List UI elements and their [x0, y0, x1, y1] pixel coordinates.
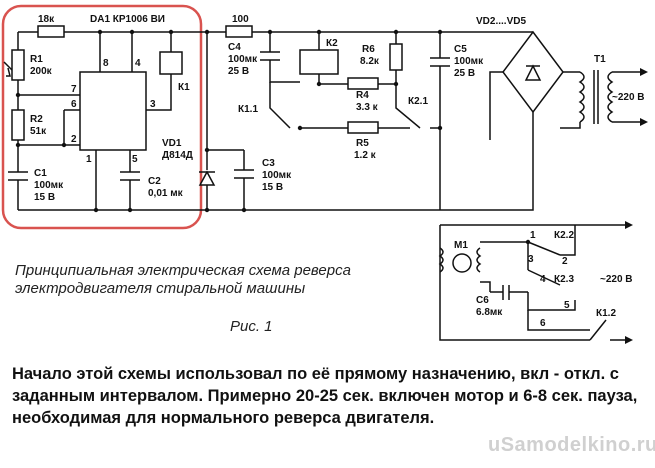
label-c1-val2: 15 В	[34, 192, 55, 203]
label-c5: C5	[454, 44, 467, 55]
watermark: uSamodelkino.ru	[488, 434, 655, 456]
label-k2: К2	[326, 38, 338, 49]
resistor-100	[225, 25, 253, 38]
label-c1-val1: 100мк	[34, 180, 64, 191]
resistor-18k	[37, 25, 65, 38]
motor-winding	[438, 247, 444, 273]
motor-m1	[452, 253, 472, 273]
label-vd1-val: Д814Д	[162, 150, 193, 161]
pin-2: 2	[71, 134, 77, 145]
label-c4-val2: 25 В	[228, 66, 249, 77]
resistor-r5	[347, 121, 379, 134]
label-r1-val: 200к	[30, 66, 53, 77]
resistor-r2	[11, 109, 25, 141]
label-t1: T1	[594, 54, 606, 65]
label-r4: R4	[356, 90, 369, 101]
pin-4: 4	[135, 58, 141, 69]
sw-pin-4: 4	[540, 274, 546, 285]
label-c5-val2: 25 В	[454, 68, 475, 79]
label-r4-val: 3.3 к	[356, 102, 379, 113]
label-r2-val: 51к	[30, 126, 47, 137]
label-c3-val2: 15 В	[262, 182, 283, 193]
label-r-18k: 18к	[38, 14, 55, 25]
label-k23: К2.3	[554, 274, 574, 285]
label-c6-val: 6.8мк	[476, 307, 503, 318]
label-ic: DA1 КР1006 ВИ	[90, 14, 165, 25]
label-c1: C1	[34, 168, 47, 179]
pin-5: 5	[132, 154, 138, 165]
label-r5: R5	[356, 138, 369, 149]
pin-3: 3	[150, 99, 156, 110]
highlight-box	[1, 4, 203, 230]
label-c3: C3	[262, 158, 275, 169]
label-k22: К2.2	[554, 230, 574, 241]
label-k21: К2.1	[408, 96, 428, 107]
label-220a: ~220 В	[612, 92, 645, 103]
pin-1: 1	[86, 154, 92, 165]
sw-pin-5: 5	[564, 300, 570, 311]
label-c2: C2	[148, 176, 161, 187]
sw-pin-3: 3	[528, 254, 534, 265]
sw-pin-6: 6	[540, 318, 546, 329]
label-c5-val1: 100мк	[454, 56, 484, 67]
label-r6-val: 8.2к	[360, 56, 380, 67]
resistor-r1	[11, 49, 25, 81]
sw-pin-1: 1	[530, 230, 536, 241]
label-c2-val: 0,01 мк	[148, 188, 184, 199]
label-m1: M1	[454, 240, 468, 251]
pin-7: 7	[71, 84, 77, 95]
label-c3-val1: 100мк	[262, 170, 292, 181]
schematic-caption: Принципиальная электрическая схема ревер…	[15, 262, 351, 297]
label-r2: R2	[30, 114, 43, 125]
resistor-r4	[347, 77, 379, 90]
relay-k1	[159, 51, 183, 75]
figure-label: Рис. 1	[230, 318, 273, 335]
label-c6: C6	[476, 295, 489, 306]
label-220b: ~220 В	[600, 274, 633, 285]
pin-6: 6	[71, 99, 77, 110]
pin-8: 8	[103, 58, 109, 69]
label-vd25: VD2....VD5	[476, 16, 526, 27]
label-r-100: 100	[232, 14, 249, 25]
transformer-t1	[578, 71, 585, 123]
description-text: Начало этой схемы использовал по её прям…	[12, 365, 638, 427]
label-k1: К1	[178, 82, 190, 93]
ic-da1	[79, 71, 147, 151]
label-c4: C4	[228, 42, 241, 53]
label-k11: К1.1	[238, 104, 258, 115]
label-k12: К1.2	[596, 308, 616, 319]
label-r6: R6	[362, 44, 375, 55]
label-r1: R1	[30, 54, 43, 65]
sw-pin-2: 2	[562, 256, 568, 267]
label-c4-val1: 100мк	[228, 54, 258, 65]
label-r5-val: 1.2 к	[354, 150, 377, 161]
relay-k2	[299, 49, 339, 75]
resistor-r6	[389, 43, 403, 71]
label-vd1: VD1	[162, 138, 182, 149]
